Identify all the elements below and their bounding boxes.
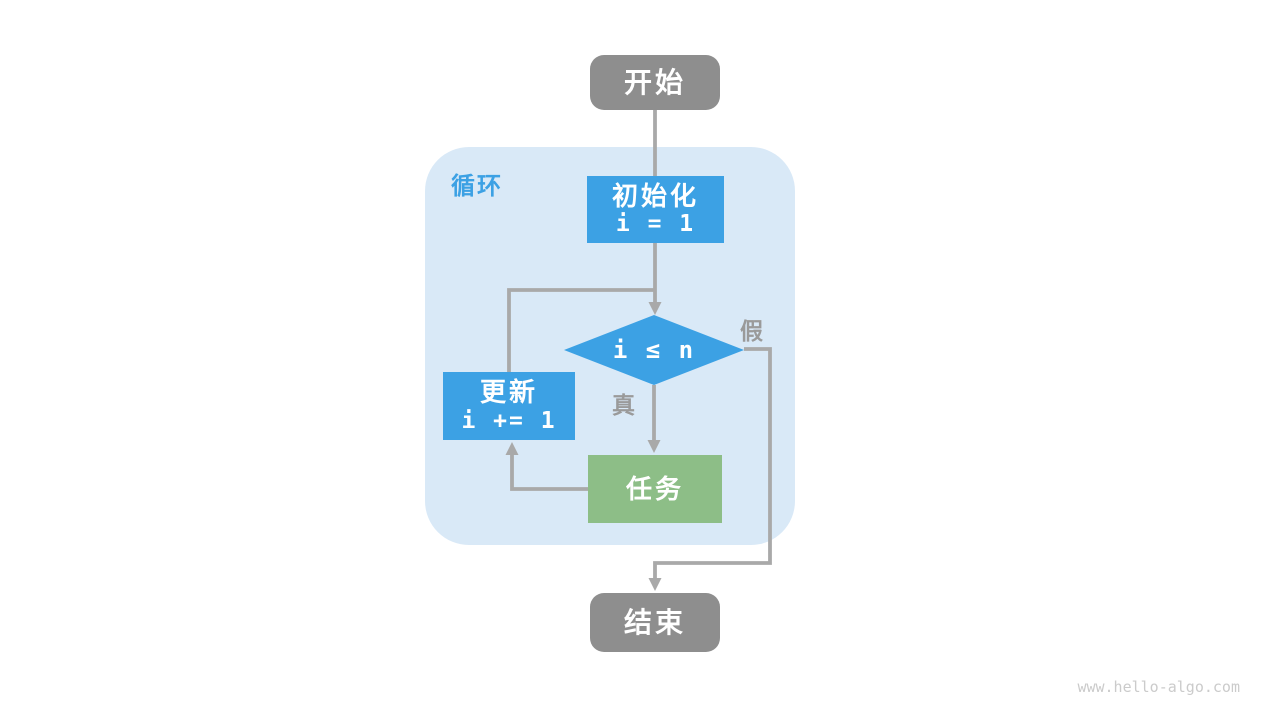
task-node-label: 任务 <box>625 473 684 504</box>
arrowhead-into-cond <box>648 302 662 315</box>
end-node: 结束 <box>590 593 720 652</box>
init-node-code: i = 1 <box>615 211 696 238</box>
init-node-label: 初始化 <box>611 180 699 211</box>
start-node-label: 开始 <box>623 66 686 98</box>
false-edge-label: 假 <box>740 318 763 344</box>
start-node: 开始 <box>590 55 720 110</box>
edge-update-cond <box>507 288 655 372</box>
arrowhead-into-end <box>648 578 662 591</box>
init-node: 初始化 i = 1 <box>587 176 724 243</box>
edge-cond-end <box>653 347 772 581</box>
task-node: 任务 <box>588 455 722 523</box>
loop-container-label: 循环 <box>451 173 503 200</box>
condition-expression: i ≤ n <box>612 336 696 364</box>
update-node: 更新 i += 1 <box>443 372 575 440</box>
update-node-label: 更新 <box>479 377 538 408</box>
arrowhead-into-task <box>647 440 661 453</box>
edge-task-update <box>510 452 588 491</box>
watermark: www.hello-algo.com <box>1077 678 1240 696</box>
end-node-label: 结束 <box>623 606 686 638</box>
update-node-code: i += 1 <box>461 407 557 434</box>
arrowhead-into-update <box>505 442 519 455</box>
true-edge-label: 真 <box>612 392 635 418</box>
